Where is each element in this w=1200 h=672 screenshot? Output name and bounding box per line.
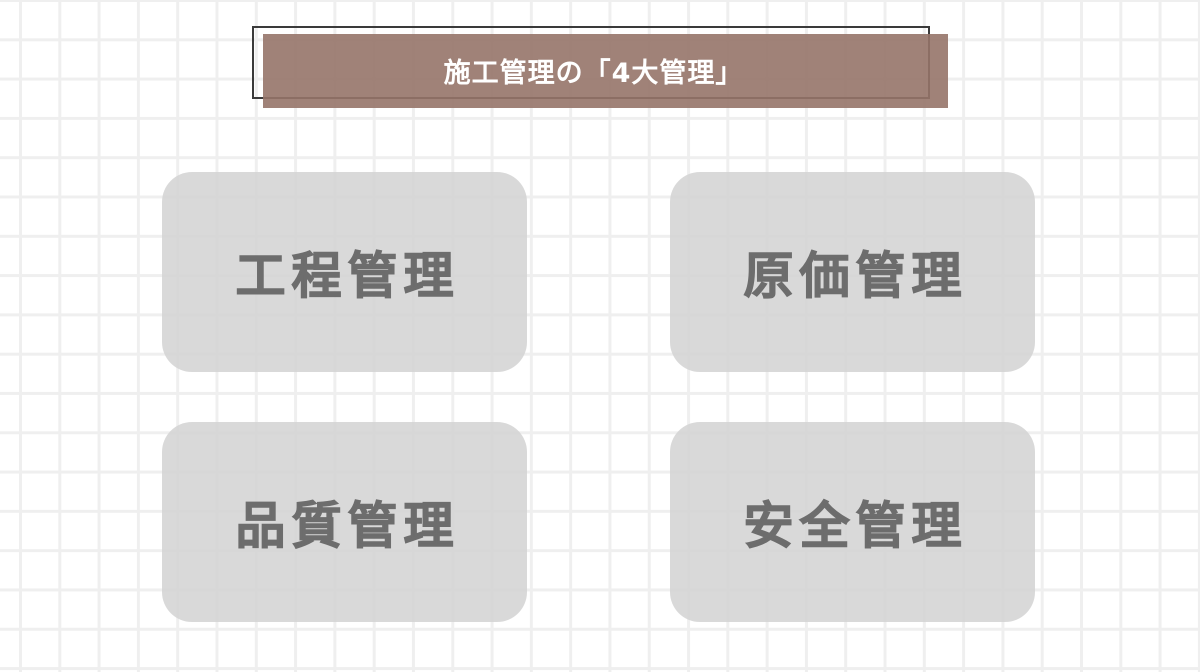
card-label: 安全管理 xyxy=(743,497,968,556)
card-label: 原価管理 xyxy=(743,247,968,306)
card-safety-management: 安全管理 xyxy=(670,422,1035,622)
card-quality-management: 品質管理 xyxy=(162,422,527,622)
card-label: 品質管理 xyxy=(235,497,460,556)
card-label: 工程管理 xyxy=(235,247,460,306)
title-banner: 施工管理の「4大管理」 xyxy=(263,34,948,108)
card-cost-management: 原価管理 xyxy=(670,172,1035,372)
page-title: 施工管理の「4大管理」 xyxy=(443,57,744,89)
card-schedule-management: 工程管理 xyxy=(162,172,527,372)
